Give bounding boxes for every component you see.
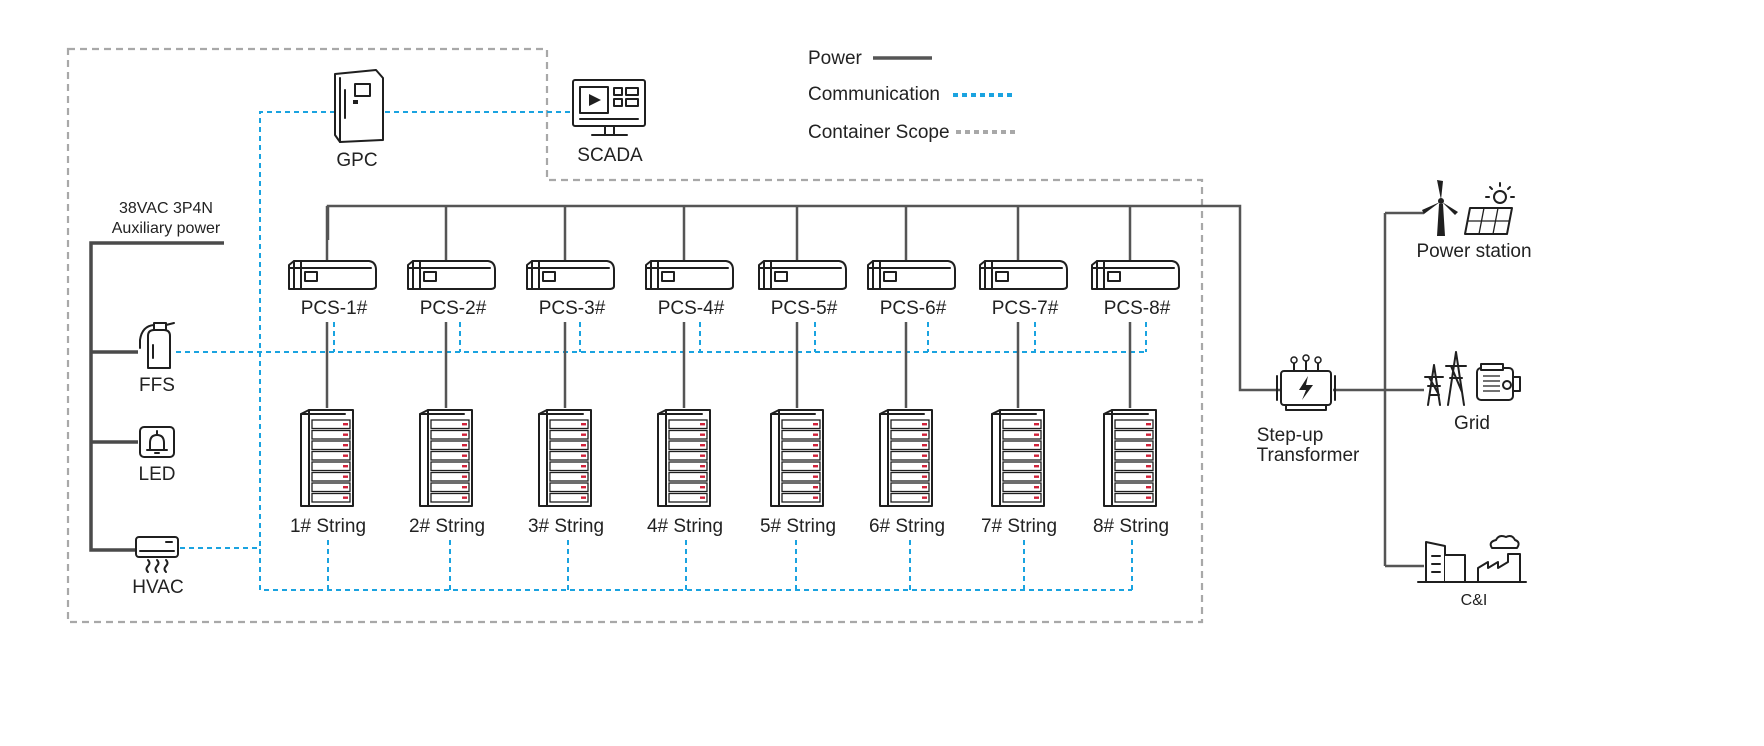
battery-rack-icon (991, 409, 1045, 507)
gpc-node: GPC (334, 69, 384, 171)
column-7: PCS-7# 7# String (979, 260, 1068, 537)
pylon-generator-icon (1424, 351, 1521, 406)
string-1-label: 1# String (290, 516, 366, 537)
power-drops (325, 206, 1132, 408)
inverter-unit-icon (407, 260, 496, 290)
legend-communication-label: Communication (808, 84, 940, 105)
ffs-label: FFS (139, 375, 175, 396)
pcs-7-label: PCS-7# (992, 298, 1059, 319)
legend-power-label: Power (808, 48, 863, 69)
communication-drops (327, 322, 1147, 590)
monitor-dashboard-icon (572, 79, 646, 136)
battery-rack-icon (419, 409, 473, 507)
pcs-1-label: PCS-1# (301, 298, 368, 319)
building-factory-icon (1417, 535, 1527, 583)
aux-power-label: Auxiliary power (112, 220, 221, 237)
power-auxiliary-bus (89, 241, 224, 552)
column-8: PCS-8# 8# String (1091, 260, 1180, 537)
pcs-string-columns: PCS-1# 1# String PCS-2# 2# String PCS-3# 3# S… (288, 260, 1180, 537)
communication-network (176, 111, 1147, 591)
legend: Power Communication Container Scope (808, 48, 1018, 143)
pcs-8-label: PCS-8# (1104, 298, 1171, 319)
string-8-label: 8# String (1093, 516, 1169, 537)
scada-node: SCADA (572, 79, 646, 166)
battery-rack-icon (770, 409, 824, 507)
column-5: PCS-5# 5# String (758, 260, 847, 537)
inverter-unit-icon (867, 260, 956, 290)
transformer-label-line1: Step-up (1257, 425, 1324, 446)
inverter-unit-icon (1091, 260, 1180, 290)
string-6-label: 6# String (869, 516, 945, 537)
air-conditioner-icon (135, 536, 179, 573)
aux-power-voltage-label: 38VAC 3P4N (119, 200, 213, 217)
power-station-label: Power station (1416, 241, 1531, 262)
pcs-6-label: PCS-6# (880, 298, 947, 319)
inverter-unit-icon (526, 260, 615, 290)
string-4-label: 4# String (647, 516, 723, 537)
battery-rack-icon (657, 409, 711, 507)
pcs-3-label: PCS-3# (539, 298, 606, 319)
battery-rack-icon (1103, 409, 1157, 507)
string-7-label: 7# String (981, 516, 1057, 537)
string-5-label: 5# String (760, 516, 836, 537)
battery-rack-icon (538, 409, 592, 507)
inverter-unit-icon (645, 260, 734, 290)
grid-label: Grid (1454, 413, 1490, 434)
transformer-node: Step-up Transformer (1257, 354, 1360, 466)
column-4: PCS-4# 4# String (645, 260, 734, 537)
ci-label: C&I (1461, 592, 1488, 609)
hvac-node: HVAC (132, 536, 184, 598)
power-station-node: Power station (1416, 180, 1532, 262)
legend-container-scope-label: Container Scope (808, 122, 950, 143)
column-6: PCS-6# 6# String (867, 260, 956, 537)
battery-rack-icon (879, 409, 933, 507)
pcs-4-label: PCS-4# (658, 298, 725, 319)
column-1: PCS-1# 1# String (288, 260, 377, 537)
column-3: PCS-3# 3# String (526, 260, 615, 537)
scada-label: SCADA (577, 145, 643, 166)
column-2: PCS-2# 2# String (407, 260, 496, 537)
power-network (89, 204, 1424, 568)
battery-rack-icon (300, 409, 354, 507)
pcs-5-label: PCS-5# (771, 298, 838, 319)
grid-node: Grid (1424, 351, 1521, 434)
string-2-label: 2# String (409, 516, 485, 537)
led-node: LED (139, 426, 176, 485)
pcs-2-label: PCS-2# (420, 298, 487, 319)
string-3-label: 3# String (528, 516, 604, 537)
gpc-label: GPC (336, 150, 377, 171)
transformer-label-line2: Transformer (1257, 445, 1360, 466)
wind-solar-icon (1422, 180, 1515, 236)
alarm-bell-icon (139, 426, 175, 458)
inverter-unit-icon (288, 260, 377, 290)
hvac-label: HVAC (132, 577, 183, 598)
inverter-unit-icon (979, 260, 1068, 290)
led-label: LED (139, 464, 176, 485)
comm-hvac (180, 547, 1132, 591)
transformer-icon (1276, 354, 1336, 411)
ci-node: C&I (1417, 535, 1527, 609)
container-scope-boundary (66, 47, 1204, 624)
fire-extinguisher-icon (139, 322, 175, 369)
controller-cabinet-icon (334, 69, 384, 143)
ffs-node: FFS (139, 322, 175, 396)
inverter-unit-icon (758, 260, 847, 290)
comm-gpc-left (259, 111, 335, 548)
